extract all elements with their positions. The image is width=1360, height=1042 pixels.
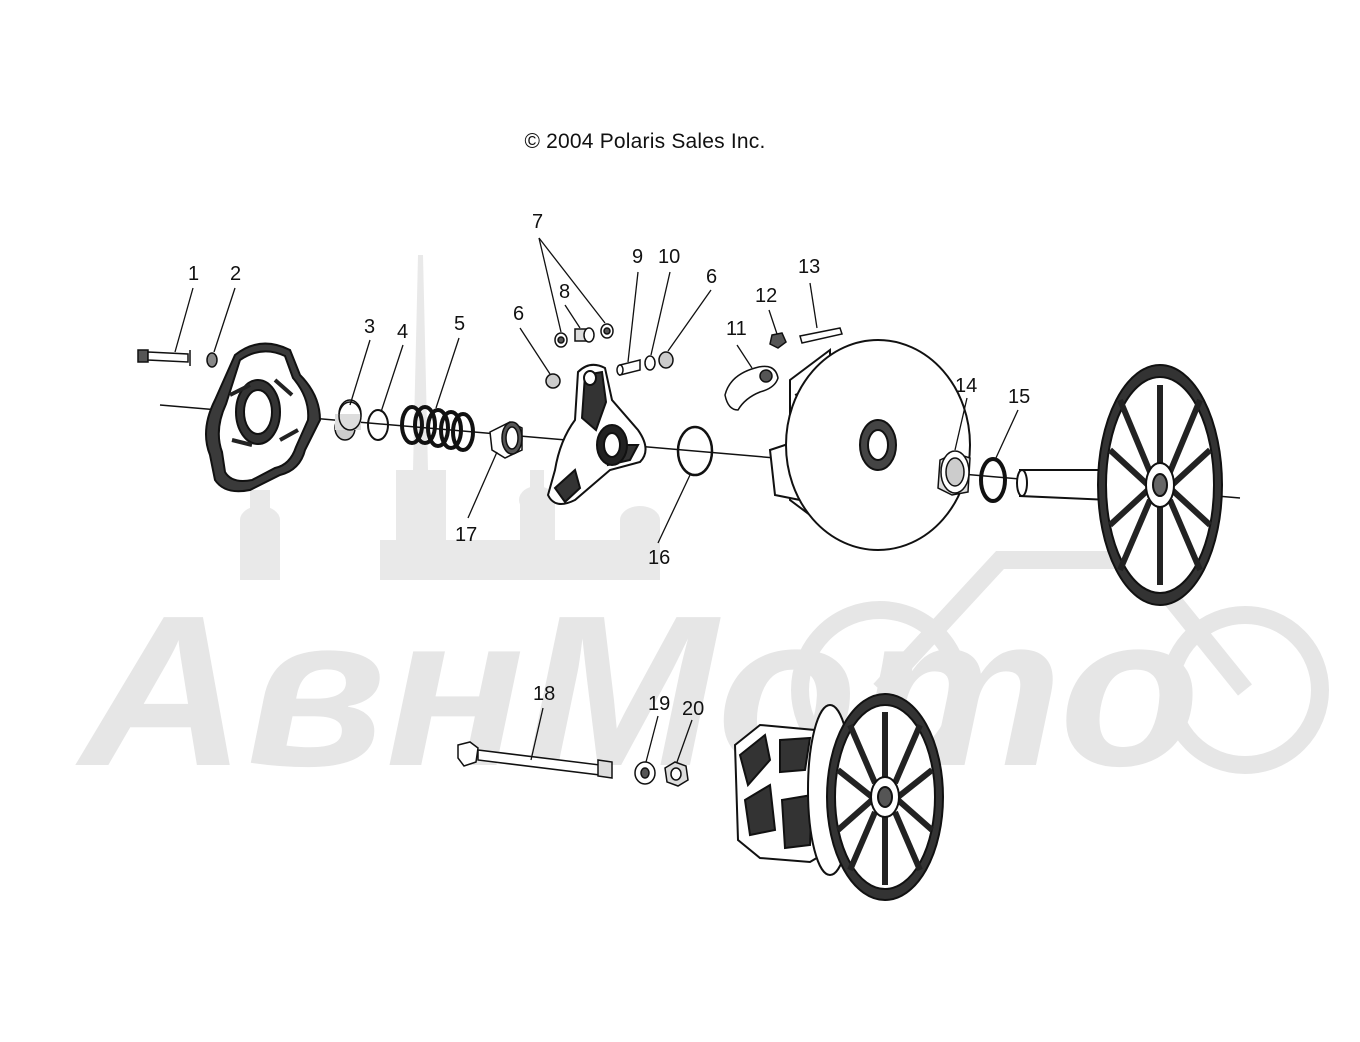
part-19-washer [634, 761, 656, 785]
part-15-ring [979, 457, 1007, 503]
callout-8: 8 [559, 281, 570, 303]
part-12-nut [769, 332, 787, 349]
part-7-washers [554, 323, 614, 348]
callout-6-left: 6 [513, 303, 524, 325]
part-14-bushing [937, 450, 971, 496]
callout-2: 2 [230, 263, 241, 285]
part-5-spring [400, 405, 475, 452]
callout-14: 14 [955, 375, 977, 397]
part-2-nut [206, 352, 218, 368]
part-9-pin [616, 359, 641, 376]
part-18-bolt [457, 741, 613, 779]
callout-19: 19 [648, 693, 670, 715]
callout-leader-lines [174, 237, 1019, 763]
callout-17: 17 [455, 524, 477, 546]
part-6-roller-left [545, 373, 561, 389]
part-spider [546, 363, 647, 505]
watermark-cathedral-icon [240, 255, 660, 580]
callout-3: 3 [364, 316, 375, 338]
part-11-flyweight [724, 365, 779, 411]
part-10-washer [644, 355, 656, 371]
part-4-o-ring [367, 409, 389, 441]
part-3-bushing [334, 399, 362, 441]
copyright-notice: © 2004 Polaris Sales Inc. [524, 130, 766, 153]
callout-9: 9 [632, 246, 643, 268]
part-cover-plate [205, 342, 322, 493]
callout-1: 1 [188, 263, 199, 285]
callout-10: 10 [658, 246, 680, 268]
part-1-bolt [137, 349, 191, 366]
part-20-nut [664, 761, 689, 787]
part-movable-sheave [768, 339, 971, 551]
part-17-collar [489, 421, 523, 459]
part-13-pin [799, 327, 843, 344]
callout-7: 7 [532, 211, 543, 233]
callout-labels: 1 2 3 4 5 6 7 8 9 10 6 11 12 13 14 15 16… [188, 211, 1030, 720]
callout-16: 16 [648, 547, 670, 569]
part-assembled-clutch [733, 693, 944, 901]
part-16-ring [676, 425, 714, 477]
callout-13: 13 [798, 256, 820, 278]
callout-15: 15 [1008, 386, 1030, 408]
part-fixed-sheave [1016, 364, 1223, 606]
callout-11: 11 [726, 318, 747, 340]
callout-4: 4 [397, 321, 408, 343]
callout-18: 18 [533, 683, 555, 705]
part-8-roller [574, 327, 595, 343]
part-6-roller-right [658, 351, 674, 369]
callout-20: 20 [682, 698, 704, 720]
callout-6-right: 6 [706, 266, 717, 288]
callout-5: 5 [454, 313, 465, 335]
callout-12: 12 [755, 285, 777, 307]
